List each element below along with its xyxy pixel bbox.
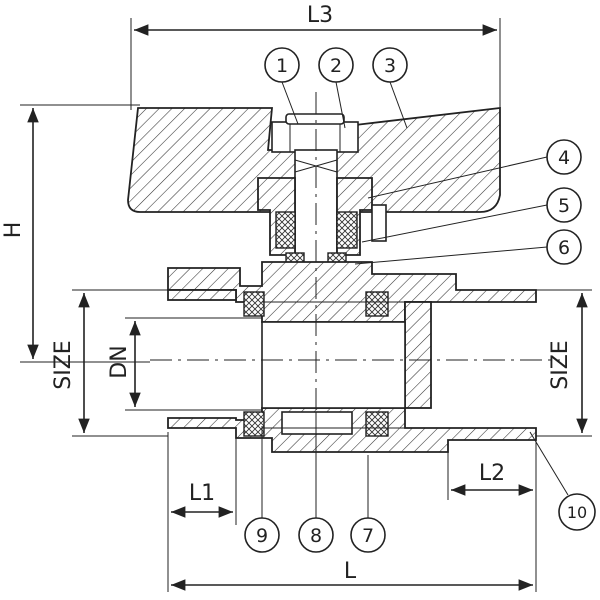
dimension-l: L	[171, 432, 537, 592]
dimension-size-right-label: SIZE	[548, 340, 573, 389]
dimension-dn: DN	[107, 317, 262, 411]
callout-10-label: 10	[567, 503, 587, 522]
callout-3-label: 3	[384, 55, 396, 77]
callout-4: 4	[367, 139, 582, 199]
dimension-l1-label: L1	[189, 481, 215, 506]
dimension-size-left: SIZE	[51, 289, 168, 437]
callout-2: 2	[318, 47, 354, 129]
dimension-l2: L2	[447, 440, 533, 500]
dimension-h-label: H	[1, 222, 26, 239]
packing-gland	[257, 177, 387, 266]
ball	[243, 291, 406, 437]
callout-3: 3	[372, 47, 408, 129]
callout-5-label: 5	[558, 195, 570, 217]
dimension-size-left-label: SIZE	[51, 340, 76, 389]
callout-4-label: 4	[558, 147, 570, 169]
callout-6: 6	[354, 229, 582, 265]
dimension-l-label: L	[344, 559, 357, 584]
dimension-size-right: SIZE	[536, 289, 592, 437]
callout-8-label: 8	[310, 525, 322, 547]
dimension-l2-label: L2	[479, 461, 505, 486]
callout-7: 7	[350, 455, 386, 553]
dimension-l1: L1	[167, 432, 237, 592]
callout-2-label: 2	[330, 55, 342, 77]
callout-1: 1	[264, 47, 300, 125]
callout-7-label: 7	[362, 525, 374, 547]
callout-5: 5	[361, 187, 582, 243]
dimension-dn-label: DN	[107, 345, 132, 378]
callout-9: 9	[244, 426, 280, 553]
callout-1-label: 1	[276, 55, 288, 77]
dimension-l3: L3	[130, 3, 501, 110]
dimension-l3-label: L3	[307, 3, 333, 28]
callout-10: 10	[529, 431, 596, 531]
dimension-h: H	[1, 104, 150, 363]
stem-nut	[271, 113, 359, 153]
callout-9-label: 9	[256, 525, 268, 547]
callout-6-label: 6	[558, 237, 570, 259]
callout-8: 8	[298, 412, 334, 553]
